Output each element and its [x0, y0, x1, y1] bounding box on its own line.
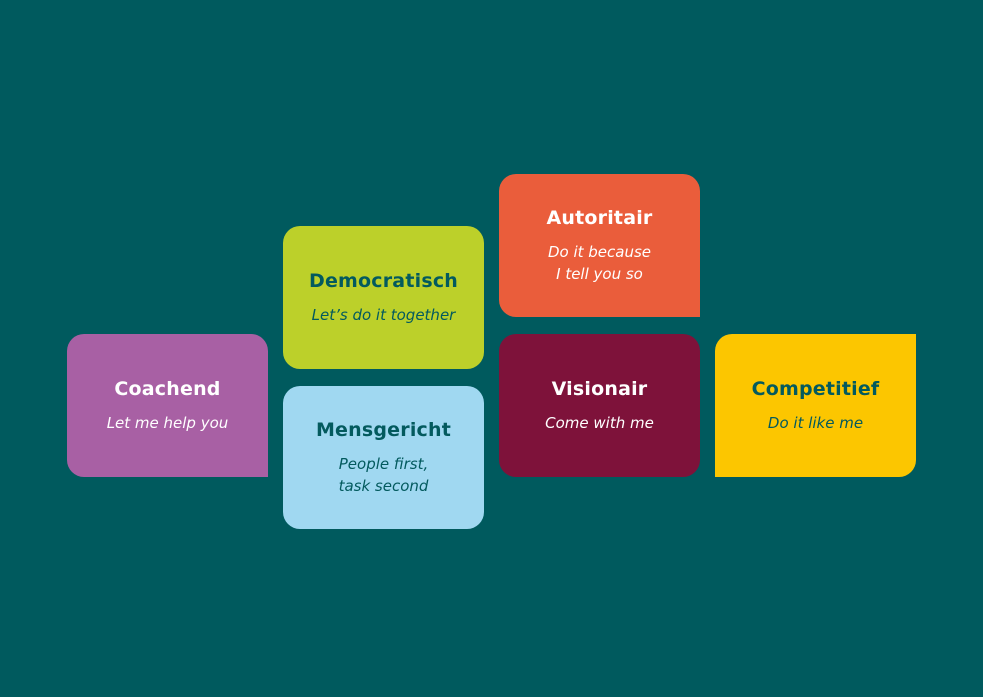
card-subtitle: Come with me	[545, 413, 654, 432]
card-subtitle: People first, task second	[338, 454, 429, 495]
card-competitief: Competitief Do it like me	[715, 334, 916, 477]
card-subtitle: Let’s do it together	[311, 305, 456, 324]
card-coachend: Coachend Let me help you	[67, 334, 268, 477]
card-visionair: Visionair Come with me	[499, 334, 700, 477]
card-mensgericht: Mensgericht People first, task second	[283, 386, 484, 529]
card-democratisch: Democratisch Let’s do it together	[283, 226, 484, 369]
card-title: Competitief	[751, 377, 880, 400]
card-subtitle: Do it like me	[767, 413, 864, 432]
card-title: Autoritair	[546, 206, 653, 229]
card-subtitle: Do it because I tell you so	[547, 242, 652, 283]
card-title: Coachend	[114, 377, 221, 400]
card-title: Visionair	[551, 377, 648, 400]
card-subtitle: Let me help you	[106, 413, 229, 432]
card-title: Mensgericht	[315, 418, 452, 441]
card-title: Democratisch	[308, 269, 459, 292]
card-autoritair: Autoritair Do it because I tell you so	[499, 174, 700, 317]
